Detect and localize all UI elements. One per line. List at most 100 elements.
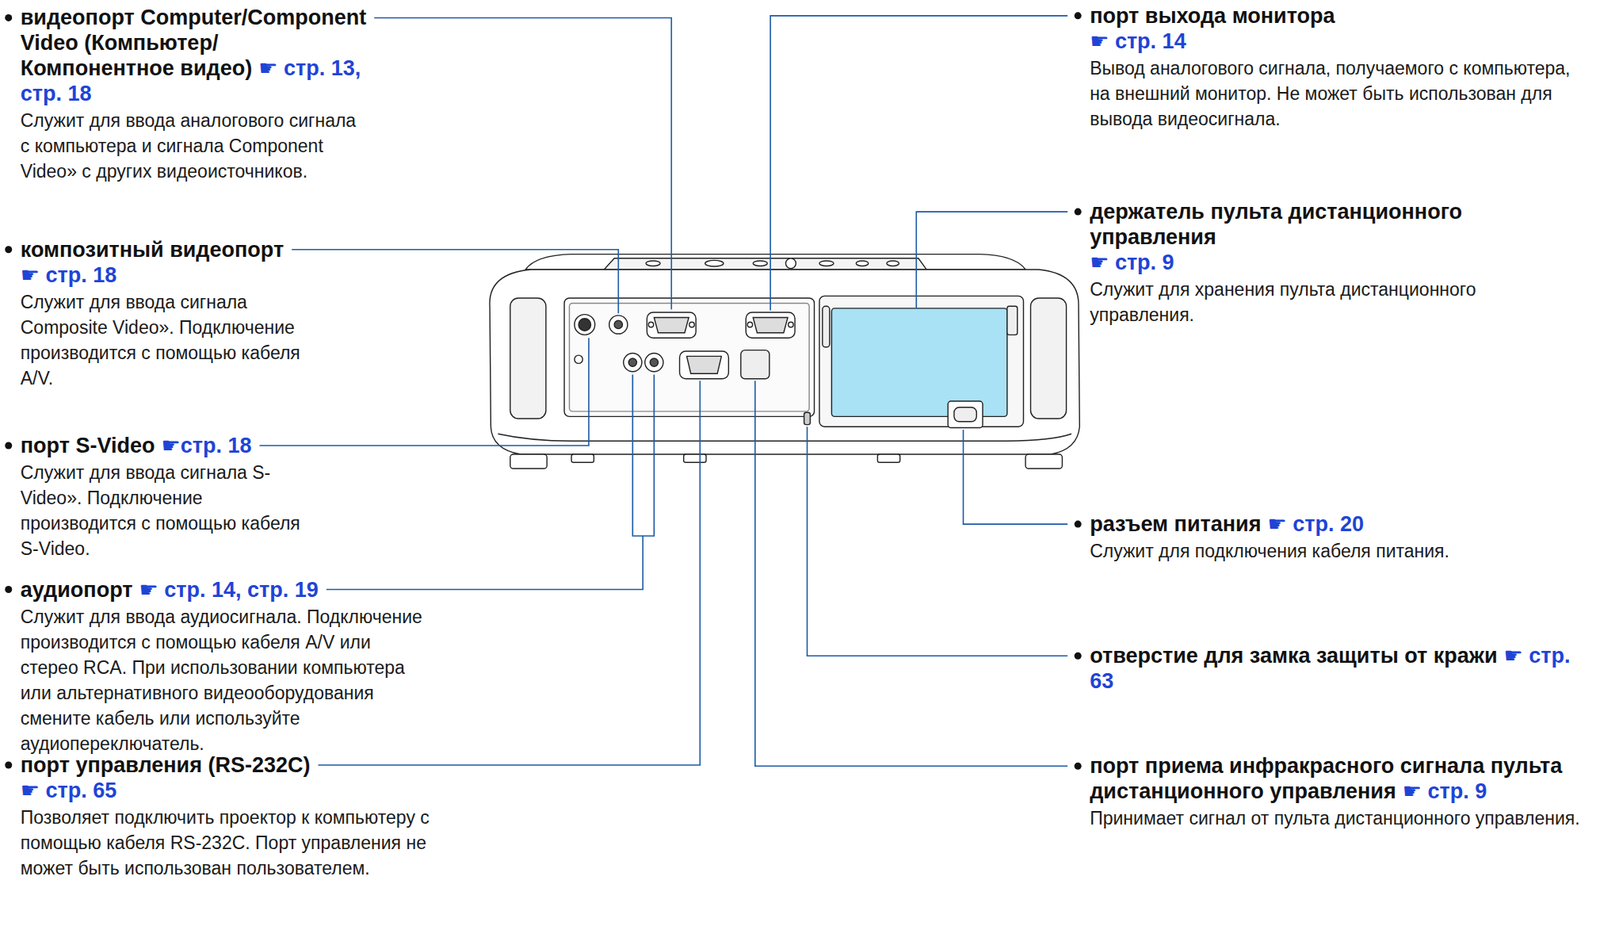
leader-line (259, 337, 589, 446)
vga-socket (752, 316, 788, 333)
leader-line (755, 380, 1068, 766)
control-strip (603, 258, 927, 270)
leader-lines (4, 11, 1081, 769)
page-reference: ☛ стр. 14 (1089, 28, 1581, 54)
leader-line (374, 17, 672, 310)
button (785, 258, 796, 269)
screw (788, 321, 794, 327)
part-description: Служит для хранения пульта дистанционног… (1089, 276, 1581, 328)
part-description: Служит для подключения кабеля питания. (1089, 538, 1581, 564)
button (705, 259, 724, 267)
part-description: Вывод аналогового сигнала, получаемого с… (1089, 55, 1581, 132)
rear-panel (564, 297, 814, 417)
bullet-dot (4, 245, 12, 253)
audio-port (645, 353, 664, 372)
rca-pin (649, 358, 658, 367)
foot (1025, 454, 1062, 469)
part-name: порт приема инфракрасного сигнала пульта… (1089, 753, 1562, 803)
bullet-dot (4, 585, 12, 593)
button (886, 260, 899, 266)
callout: порт управления (RS-232C)☛ стр. 65Позвол… (20, 752, 465, 881)
leader-line (318, 380, 701, 765)
button (645, 260, 661, 266)
callout-heading: аудиопорт☛ стр. 14, стр. 19 (20, 576, 465, 603)
callout-heading: порт управления (RS-232C)☛ стр. 65 (20, 752, 465, 803)
part-description: Служит для ввода сигнала S-Video». Подкл… (20, 459, 306, 562)
callout: видеопорт Computer/Component Video (Комп… (20, 4, 370, 184)
foot-tab (571, 454, 594, 463)
composite-port (609, 315, 628, 334)
holder-clip (1007, 305, 1018, 335)
part-name: аудиопорт (20, 577, 134, 602)
part-description: Позволяет подключить проектор к компьюте… (20, 804, 441, 881)
projector-lid (525, 254, 1026, 270)
callout-heading: композитный видеопорт☛ стр. 18 (20, 236, 433, 288)
screw (648, 321, 653, 327)
leader-line (770, 15, 1068, 311)
callout-heading: разъем питания☛ стр. 20 (1089, 511, 1581, 537)
part-name: держатель пульта дистанционного управлен… (1089, 199, 1463, 249)
rs232-port (679, 351, 730, 379)
callout-heading: порт S-Video☛стр. 18 (20, 432, 433, 459)
ir-receiver (740, 350, 770, 379)
projector-drawing (489, 254, 1080, 536)
part-name: разъем питания (1089, 511, 1261, 536)
power-inlet (947, 400, 983, 428)
s-video-port (574, 314, 596, 336)
button (752, 260, 768, 266)
part-name: порт выхода монитора (1089, 3, 1335, 28)
rca-pin (614, 320, 623, 329)
callout-heading: отверстие для замка защиты от кражи☛ стр… (1089, 642, 1581, 694)
bullet-dot (4, 760, 12, 768)
foot (510, 454, 547, 469)
bullet-dot (1074, 762, 1082, 770)
bullet-dot (1074, 520, 1082, 528)
s-video-socket (578, 318, 591, 331)
bullet-dot (1074, 11, 1082, 20)
audio-port (623, 353, 642, 372)
part-description: Служит для ввода аудиосигнала. Подключен… (20, 603, 433, 757)
page-reference: ☛ стр. 20 (1267, 511, 1364, 536)
vga-socket (653, 316, 689, 333)
callout-heading: порт приема инфракрасного сигнала пульта… (1089, 752, 1581, 804)
page-reference: ☛ стр. 9 (1089, 249, 1581, 275)
rs232-socket (687, 355, 722, 374)
holder-frame (819, 295, 1024, 427)
rca-pin (628, 358, 637, 367)
screw (689, 321, 695, 327)
security-slot (804, 412, 811, 424)
rear-panel-bevel (568, 302, 810, 411)
monitor-port (745, 312, 795, 338)
remote-holder (831, 308, 1007, 417)
callout: держатель пульта дистанционного управлен… (1089, 198, 1581, 328)
projector-body (489, 269, 1080, 455)
vga-port (646, 312, 696, 338)
leader-line (807, 426, 1069, 656)
bullet-dot (1074, 652, 1082, 660)
callout-heading: держатель пульта дистанционного управлен… (1089, 198, 1581, 275)
part-name: композитный видеопорт (20, 237, 284, 262)
page-reference: ☛ стр. 9 (1402, 778, 1487, 803)
page-reference: ☛ стр. 14, стр. 19 (139, 577, 319, 602)
callout: композитный видеопорт☛ стр. 18Служит для… (20, 236, 433, 391)
callout: разъем питания☛ стр. 20Служит для подклю… (1089, 511, 1581, 564)
callout: порт S-Video☛стр. 18Служит для ввода сиг… (20, 432, 433, 562)
foot-tab (877, 454, 900, 463)
body-edge (497, 433, 1072, 441)
callout: аудиопорт☛ стр. 14, стр. 19Служит для вв… (20, 576, 465, 757)
screw (574, 355, 583, 363)
callout-heading: порт выхода монитора☛ стр. 14 (1089, 3, 1581, 54)
leader-line (916, 211, 1068, 309)
page-reference: ☛ стр. 65 (20, 777, 465, 803)
button (819, 260, 834, 266)
screw (747, 321, 753, 327)
part-description: Служит для ввода аналогового сигнала с к… (20, 107, 370, 184)
side-grip (510, 297, 547, 419)
bullet-dot (4, 441, 12, 449)
part-name: порт S-Video (20, 433, 156, 458)
bullet-dot (4, 14, 12, 22)
button (855, 260, 868, 266)
page-reference: ☛ стр. 18 (20, 262, 433, 288)
leader-line (326, 535, 643, 589)
